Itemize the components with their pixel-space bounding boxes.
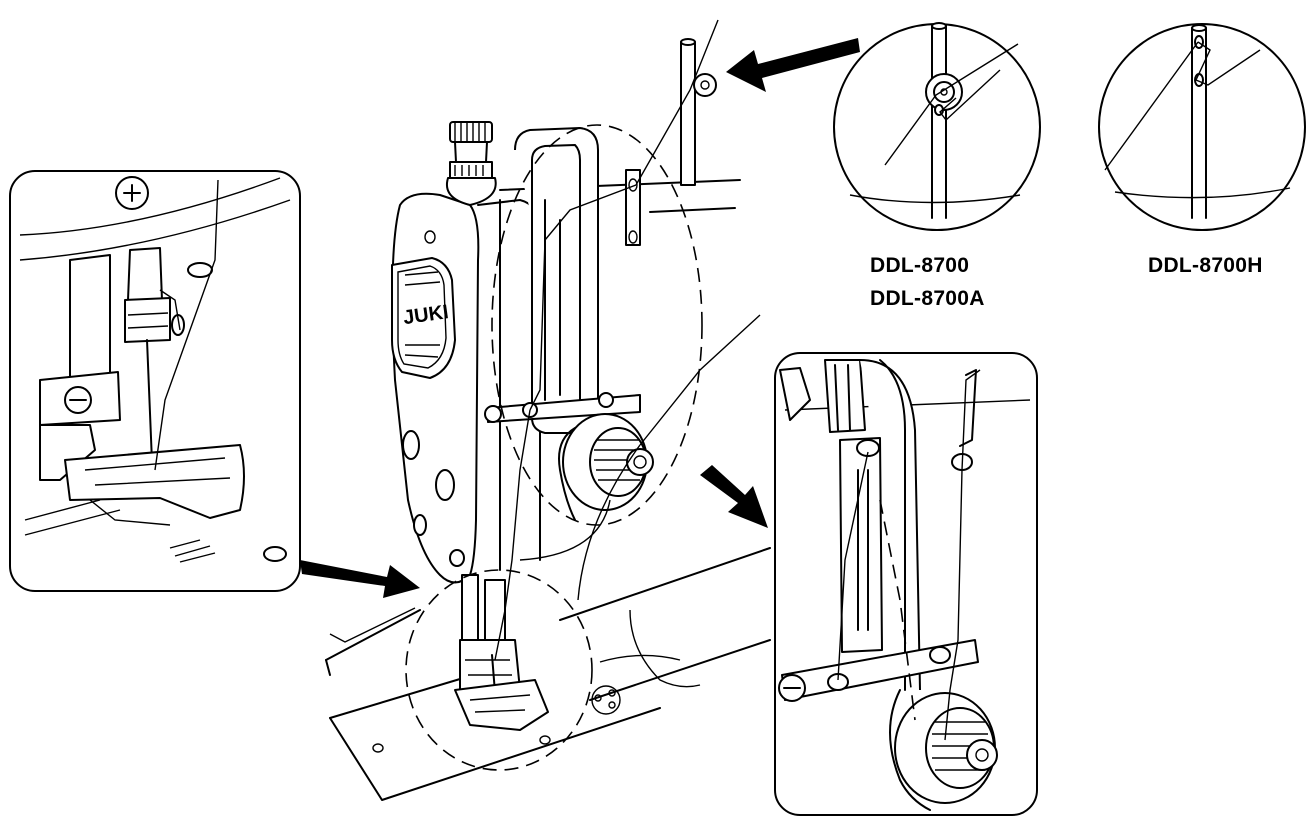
tension-area-highlight [491,124,703,526]
needle-area-highlight [405,569,593,771]
detail-circle-ddl8700h [1098,23,1306,231]
machine-bed [325,547,771,801]
machine-head: JUKI [391,19,761,731]
callout-arrows [300,38,860,598]
model-label-ddl8700: DDL-8700 [870,254,970,277]
model-label-ddl8700a: DDL-8700A [870,287,985,310]
thread-tension-assembly [558,413,654,521]
needle-threading-inset [9,170,301,592]
pressure-regulator-knob [446,121,497,206]
detail-circle-ddl8700 [833,22,1041,231]
tension-threading-inset [774,352,1038,816]
model-label-ddl8700h: DDL-8700H [1148,254,1263,277]
